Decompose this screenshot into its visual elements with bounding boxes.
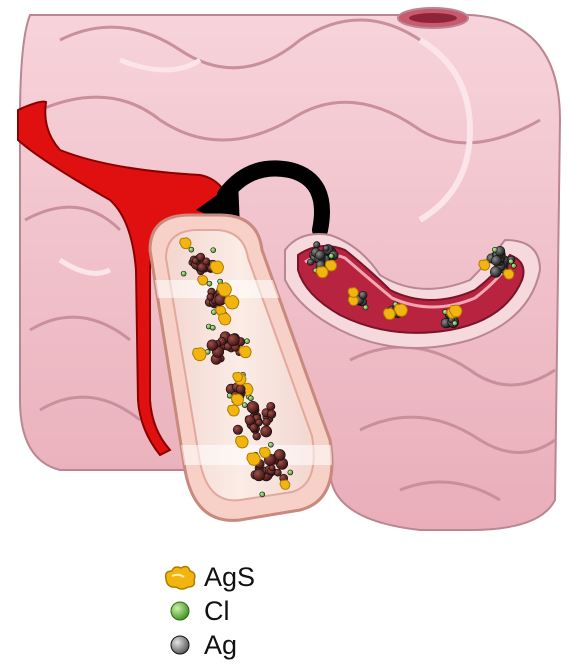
- silver-sulfide-particle: [247, 453, 260, 466]
- silver-sulfide-particle: [239, 346, 251, 358]
- silver-particle: [197, 253, 205, 261]
- silver-sulfide-particle: [233, 372, 243, 381]
- silver-sulfide-particle: [450, 305, 462, 317]
- silver-particle-icon: [160, 630, 200, 660]
- silver-particle: [207, 294, 214, 301]
- silver-particle: [233, 425, 242, 434]
- chloride-particle: [207, 281, 212, 286]
- silver-sulfide-particle: [394, 304, 407, 316]
- silver-particle: [263, 418, 271, 426]
- chloride-particle: [210, 325, 215, 330]
- silver-particle: [314, 242, 320, 248]
- legend-item-ag: Ag: [160, 628, 255, 662]
- chloride-particle: [248, 396, 253, 401]
- silver-sulfide-particle: [193, 348, 206, 361]
- legend-label-cl: Cl: [204, 596, 230, 626]
- intestine-cut-opening: [398, 8, 468, 28]
- chloride-particle-icon: [160, 596, 200, 626]
- chloride-particle: [508, 259, 513, 264]
- silver-sulfide-particle: [232, 394, 244, 405]
- silver-sulfide-particle: [219, 313, 231, 325]
- silver-sulfide-particle: [259, 447, 270, 457]
- silver-sulfide-particle: [479, 260, 490, 270]
- silver-particle: [307, 259, 313, 265]
- silver-particle: [359, 291, 367, 299]
- legend: AgS Cl Ag: [160, 560, 255, 662]
- chloride-particle: [181, 271, 186, 276]
- silver-sulfide-particle: [348, 288, 358, 298]
- silver-particle: [227, 334, 239, 346]
- chloride-particle: [452, 321, 457, 326]
- silver-particle: [253, 469, 265, 481]
- chloride-particle: [288, 470, 293, 475]
- chloride-particle: [492, 247, 497, 252]
- chloride-particle: [268, 442, 273, 447]
- chloride-particle: [189, 247, 194, 252]
- intestine-absorption-diagram: [0, 0, 568, 540]
- legend-label-ags: AgS: [204, 562, 255, 592]
- silver-particle: [315, 250, 325, 260]
- silver-sulfide-particle: [504, 269, 514, 279]
- silver-sulfide-particle: [325, 260, 336, 271]
- silver-particle: [250, 424, 258, 432]
- silver-particle: [247, 401, 259, 413]
- silver-particle: [267, 410, 275, 418]
- silver-particle: [236, 385, 245, 394]
- silver-particle: [267, 402, 275, 410]
- silver-particle: [207, 340, 218, 351]
- chloride-particle: [245, 339, 250, 344]
- silver-sulfide-particle: [280, 480, 290, 489]
- silver-particle: [261, 426, 272, 437]
- silver-sulfide-particle-icon: [160, 562, 200, 592]
- legend-item-ags: AgS: [160, 560, 255, 594]
- silver-sulfide-particle: [198, 276, 208, 285]
- chloride-particle: [329, 254, 334, 259]
- chloride-particle: [363, 305, 368, 310]
- legend-item-cl: Cl: [160, 594, 255, 628]
- silver-sulfide-particle: [384, 308, 396, 319]
- chloride-particle: [260, 492, 265, 497]
- chloride-particle: [242, 403, 247, 408]
- silver-sulfide-particle: [210, 261, 223, 274]
- silver-sulfide-particle: [228, 405, 240, 416]
- silver-particle: [491, 256, 501, 266]
- silver-sulfide-particle: [180, 238, 191, 249]
- chloride-particle: [511, 263, 516, 268]
- silver-sulfide-particle: [236, 436, 249, 448]
- silver-sulfide-particle: [316, 267, 328, 278]
- chloride-particle: [211, 248, 216, 253]
- silver-particle: [490, 266, 501, 277]
- legend-label-ag: Ag: [204, 630, 237, 660]
- silver-particle: [323, 245, 329, 251]
